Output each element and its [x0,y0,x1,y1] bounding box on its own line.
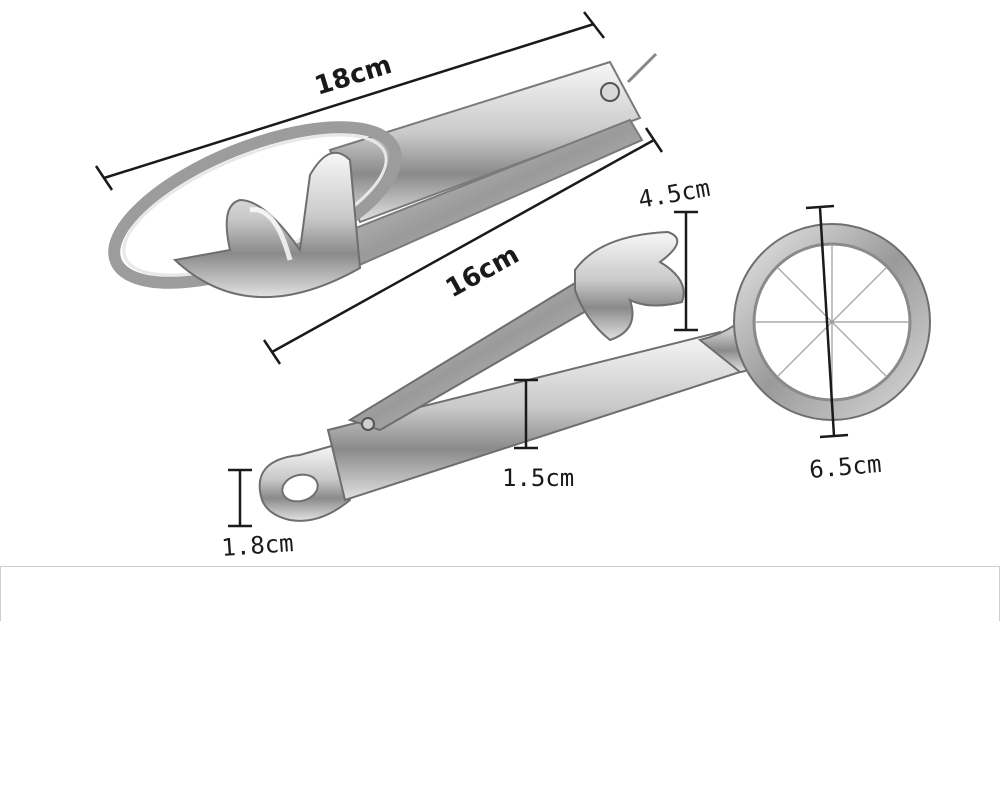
panel-edge-left [0,567,1,621]
folded-slicer [108,52,658,299]
lower-rivet [361,417,375,431]
dim-line-18 [103,22,595,180]
petal-cup [574,230,685,342]
label-loop-size: 1.8cm [220,529,294,562]
dim-line-16 [271,138,655,354]
label-handle-width: 1.5cm [502,464,574,492]
upper-cup-highlight [249,207,293,261]
dimension-lines [94,11,849,528]
label-total-length: 18cm [311,50,395,102]
upper-pin [626,52,658,84]
blank-panel [0,566,1000,786]
upper-cup [172,151,362,299]
loop-hole [281,473,319,503]
label-cup-height: 4.5cm [636,174,712,214]
label-handle-length: 16cm [441,240,524,304]
product-photo: 18cm 16cm 4.5cm 1.5cm 1.8cm 6.5cm [94,11,931,562]
label-ring-diameter: 6.5cm [808,450,882,484]
upper-rivet [600,82,620,102]
open-slicer [258,223,931,522]
dim-line-6-5 [818,207,836,437]
cutting-wires [754,244,910,400]
